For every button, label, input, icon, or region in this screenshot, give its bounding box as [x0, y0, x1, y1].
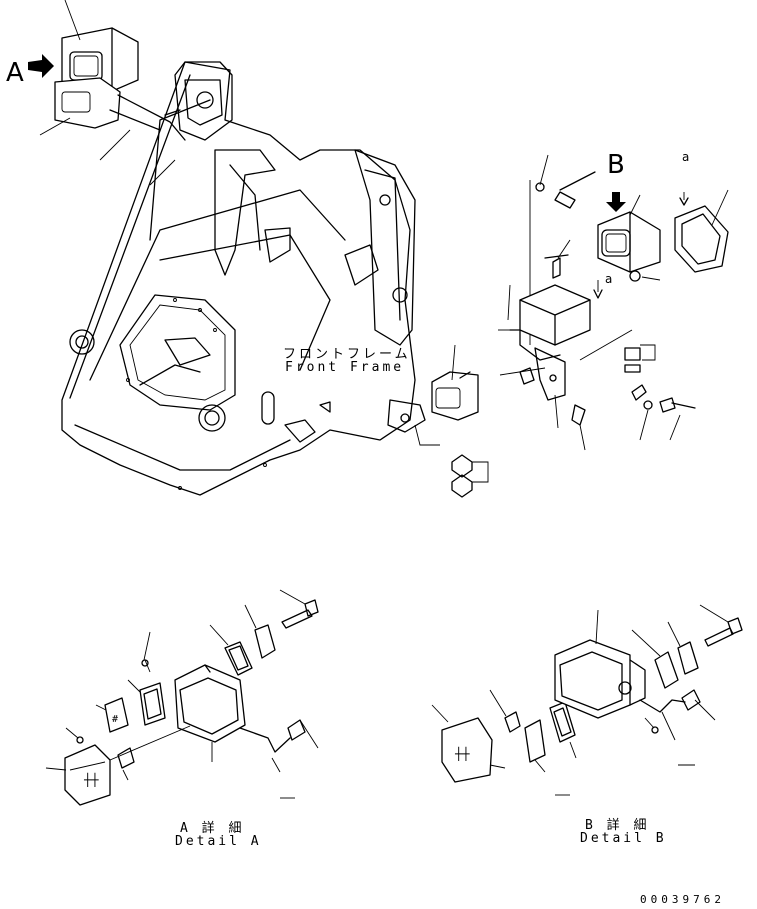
- svg-text:#: #: [112, 714, 118, 725]
- svg-text:┼┼: ┼┼: [454, 746, 470, 761]
- front-frame: [62, 62, 425, 495]
- detail-b-drawing: ┼┼: [432, 605, 742, 795]
- document-number: 00039762: [640, 893, 725, 906]
- lamp-a-assembly: [28, 0, 185, 185]
- detail-b-title-en: Detail B: [580, 831, 667, 846]
- arrow-a-label: a: [682, 150, 690, 164]
- arrow-a2-label: a: [605, 272, 613, 286]
- front-frame-label-jp: フロントフレーム: [283, 347, 411, 362]
- front-frame-label-en: Front Frame: [285, 360, 405, 375]
- detail-b-title-jp: B 詳 細: [585, 818, 650, 833]
- lamp-b-assembly: [415, 155, 728, 497]
- view-a-label: A: [6, 58, 24, 88]
- detail-a-drawing: ┼┼ #: [46, 590, 318, 805]
- detail-a-title-jp: A 詳 細: [180, 821, 245, 836]
- detail-a-title-en: Detail A: [175, 834, 262, 849]
- view-b-label: B: [607, 150, 625, 180]
- svg-text:┼┼: ┼┼: [83, 772, 99, 787]
